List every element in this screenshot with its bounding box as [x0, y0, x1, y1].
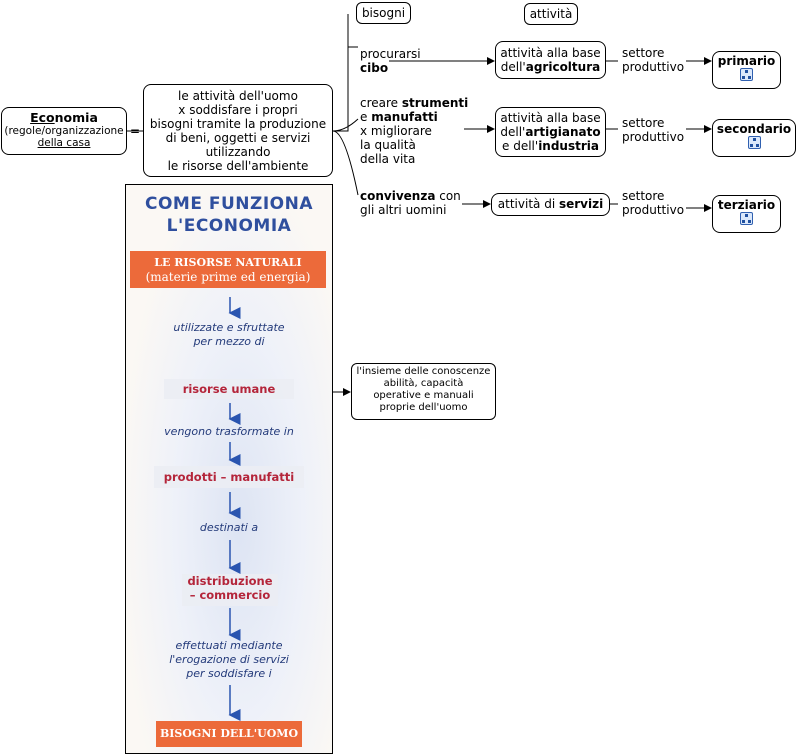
activity-artigianato[interactable]: attività alla base dell'artigianato e de…: [495, 107, 606, 157]
definition-line: le attività dell'uomo: [178, 89, 298, 103]
need-strumenti[interactable]: creare strumenti e manufatti x migliorar…: [360, 96, 468, 166]
natural-resources-subtitle: (materie prime ed energia): [145, 270, 311, 284]
economia-node[interactable]: Economia (regole/organizzazione della ca…: [1, 107, 127, 155]
step-text-4b: l'erogazione di servizi: [169, 653, 289, 666]
definition-node[interactable]: le attività dell'uomo x soddisfare i pro…: [143, 84, 333, 177]
band-prodotti: prodotti – manufatti: [154, 466, 304, 488]
definition-line: bisogni tramite la produzione: [149, 117, 327, 131]
need-convivenza-line1: convivenza con: [360, 189, 461, 203]
header-attivita: attività: [524, 3, 578, 25]
settore-line1: settore: [622, 116, 665, 130]
human-resources-note[interactable]: l'insieme delle conoscenze abilità, capa…: [351, 363, 496, 420]
band-distribuzione: distribuzione – commercio: [182, 574, 278, 606]
definition-line: di beni, oggetti e servizi: [165, 131, 311, 145]
sector-terziario-label: terziario: [717, 198, 776, 212]
need-strumenti-line2: e manufatti: [360, 110, 468, 124]
need-cibo-bold: cibo: [360, 61, 389, 75]
need-strumenti-l1b: strumenti: [401, 96, 469, 110]
note-line: l'insieme delle conoscenze: [356, 366, 491, 377]
need-strumenti-l5: della vita: [360, 152, 416, 166]
step-text-3: destinati a: [199, 521, 259, 534]
activity-agricoltura[interactable]: attività alla base dell'agricoltura: [495, 41, 606, 79]
need-cibo-line1: procurarsi: [360, 47, 421, 61]
panel-title-line2: L'ECONOMIA: [166, 216, 292, 236]
note-line: operative e manuali: [373, 390, 474, 401]
economy-infographic: COME FUNZIONA L'ECONOMIA LE RISORSE NATU…: [125, 184, 333, 754]
band-risorse-umane: risorse umane: [164, 379, 294, 399]
need-strumenti-l3: x migliorare: [360, 124, 432, 138]
settore-label-2: settore produttivo: [622, 116, 684, 144]
activity-agricoltura-line1: attività alla base: [500, 46, 601, 60]
activity-agricoltura-pre: dell': [500, 60, 526, 74]
need-strumenti-l1a: creare: [360, 96, 402, 110]
settore-line1: settore: [622, 46, 665, 60]
economia-title-rest: nomia: [54, 110, 98, 125]
activity-artigianato-pre: dell': [500, 125, 526, 139]
activity-servizi-bold: servizi: [558, 197, 604, 211]
header-bisogni: bisogni: [356, 2, 411, 24]
need-convivenza-bold: convivenza: [360, 189, 436, 203]
need-strumenti-l2a: e: [360, 110, 372, 124]
step-text-4a: effettuati mediante: [175, 639, 283, 652]
activity-agricoltura-line2: dell'agricoltura: [496, 60, 605, 74]
need-cibo-line2: cibo: [360, 61, 421, 75]
step-text-1b: per mezzo di: [193, 335, 265, 348]
need-convivenza-rest: con: [435, 189, 461, 203]
natural-resources-title: LE RISORSE NATURALI: [154, 256, 302, 269]
activity-artigianato-line3: e dell'industria: [496, 139, 605, 153]
sector-secondario-label: secondario: [716, 122, 792, 136]
economia-title: Economia: [30, 110, 98, 125]
need-convivenza-line2: gli altri uomini: [360, 203, 447, 217]
settore-line2: produttivo: [622, 130, 685, 144]
sector-secondario[interactable]: secondario: [712, 119, 796, 157]
step-text-4c: per soddisfare i: [186, 667, 272, 680]
need-strumenti-line1: creare strumenti: [360, 96, 468, 110]
need-cibo[interactable]: procurarsi cibo: [360, 47, 421, 75]
economia-link[interactable]: della casa: [37, 137, 91, 149]
submap-icon[interactable]: [740, 212, 753, 225]
activity-servizi-pre: attività di: [497, 197, 559, 211]
natural-resources-banner: LE RISORSE NATURALI (materie prime ed en…: [130, 251, 326, 288]
note-line: abilità, capacità: [383, 378, 464, 389]
submap-icon[interactable]: [747, 136, 761, 149]
step-text-4: effettuati mediante l'erogazione di serv…: [126, 639, 332, 681]
step-text-1: utilizzate e sfruttate per mezzo di: [126, 321, 332, 349]
activity-servizi[interactable]: attività di servizi: [491, 193, 610, 216]
activity-artigianato-bold: artigianato: [525, 125, 601, 139]
definition-line: utilizzando: [205, 145, 271, 159]
sector-terziario[interactable]: terziario: [712, 195, 781, 233]
activity-artigianato-line2: dell'artigianato: [496, 125, 605, 139]
definition-line: x soddisfare i propri: [178, 103, 298, 117]
equals-sign: =: [130, 124, 141, 138]
sector-primario-label: primario: [717, 54, 776, 68]
band-distribuzione-a: distribuzione: [187, 574, 273, 588]
definition-line: le risorse dell'ambiente: [167, 159, 309, 173]
settore-line2: produttivo: [622, 60, 685, 74]
step-text-2: vengono trasformate in: [164, 425, 294, 438]
settore-line1: settore: [622, 189, 665, 203]
activity-artigianato-pre2: e dell': [502, 139, 539, 153]
submap-icon[interactable]: [740, 68, 753, 81]
settore-line2: produttivo: [622, 203, 685, 217]
panel-title-line1: COME FUNZIONA: [144, 194, 313, 214]
sector-primario[interactable]: primario: [712, 51, 781, 89]
activity-artigianato-line1: attività alla base: [500, 111, 601, 125]
settore-label-3: settore produttivo: [622, 189, 684, 217]
economia-subtitle: (regole/organizzazione: [4, 125, 124, 137]
need-convivenza[interactable]: convivenza con gli altri uomini: [360, 189, 461, 217]
panel-arrows: [228, 297, 241, 721]
settore-label-1: settore produttivo: [622, 46, 684, 74]
bisogni-banner: BISOGNI DELL'UOMO: [156, 721, 302, 747]
need-strumenti-l4: la qualità: [360, 138, 416, 152]
activity-artigianato-bold2: industria: [538, 139, 599, 153]
need-strumenti-l2b: manufatti: [371, 110, 438, 124]
step-text-1a: utilizzate e sfruttate: [173, 321, 285, 334]
note-line: proprie dell'uomo: [379, 402, 468, 413]
activity-agricoltura-bold: agricoltura: [525, 60, 601, 74]
band-distribuzione-b: – commercio: [189, 588, 271, 602]
